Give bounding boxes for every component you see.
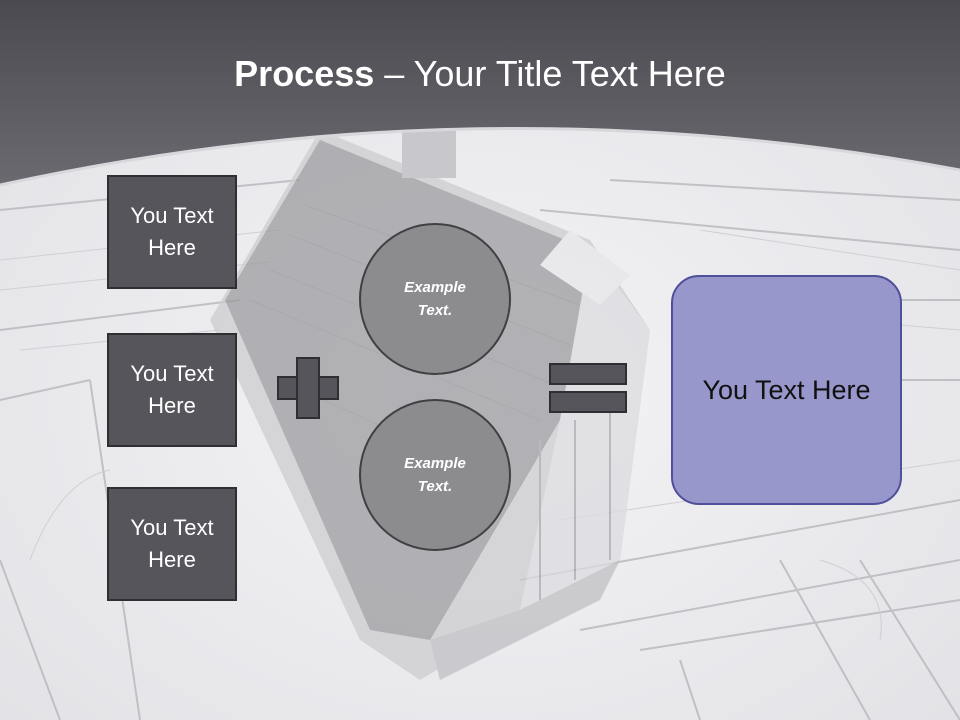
equals-bar-bottom	[549, 391, 627, 413]
circle-label: Example Text.	[404, 455, 466, 495]
left-box-3: You Text Here	[107, 487, 237, 601]
title-rest: Your Title Text Here	[413, 53, 726, 94]
left-box-label: You Text Here	[130, 361, 214, 418]
plus-icon	[277, 357, 339, 419]
left-box-2: You Text Here	[107, 333, 237, 447]
circle-2: Example Text.	[359, 399, 511, 551]
circle-label: Example Text.	[404, 279, 466, 319]
equals-bar-top	[549, 363, 627, 385]
result-label: You Text Here	[702, 374, 871, 405]
left-box-1: You Text Here	[107, 175, 237, 289]
left-box-label: You Text Here	[130, 203, 214, 260]
left-box-label: You Text Here	[130, 515, 214, 572]
result-box: You Text Here	[671, 275, 902, 505]
title-separator: –	[374, 53, 414, 94]
page-title: Process – Your Title Text Here	[0, 52, 960, 96]
title-bold: Process	[234, 53, 375, 94]
circle-1: Example Text.	[359, 223, 511, 375]
